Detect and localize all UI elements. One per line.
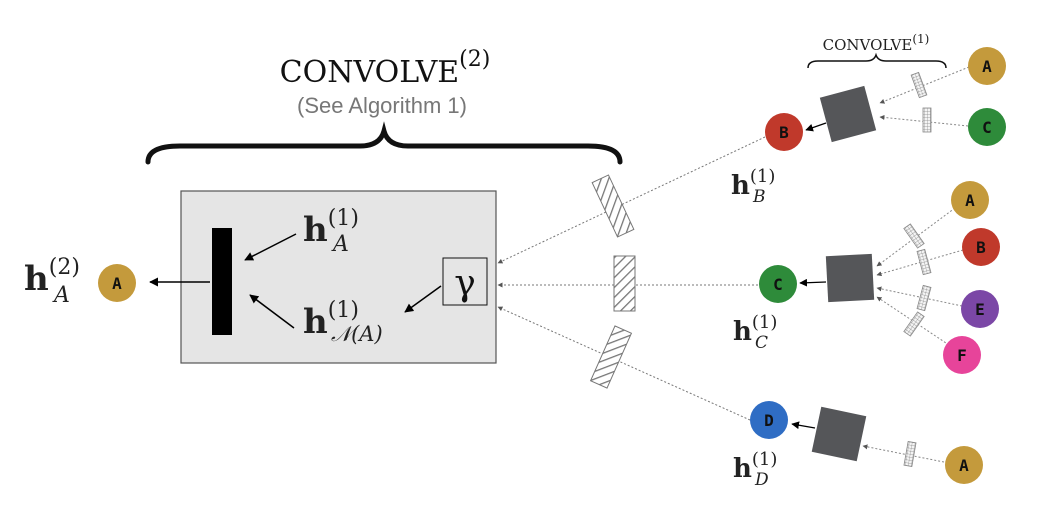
weight-small-C4	[903, 311, 925, 337]
node-B-neighbor-C-label: B	[976, 238, 986, 257]
node-C-neighbor-B-label: C	[982, 118, 992, 137]
node-A-neighbor-C-label: A	[965, 191, 975, 210]
convolve2-word: CONVOLVE	[280, 55, 459, 90]
arrow-hN-to-bar	[249, 294, 295, 329]
output-node-label: A	[112, 274, 122, 293]
edge-B-to-box	[497, 136, 766, 264]
edge-E-to-square-C	[876, 286, 963, 307]
weight-small-D1	[903, 441, 917, 467]
gamma-symbol: γ	[454, 263, 476, 304]
convolve1-brace	[807, 52, 947, 69]
h-A-1-label: h(1)A	[303, 206, 359, 257]
node-B-neighbor-C	[962, 228, 1000, 266]
node-A-neighbor-B	[968, 47, 1006, 85]
edge-D-to-box	[497, 306, 751, 421]
node-D-target-label: D	[764, 411, 774, 430]
node-E-neighbor-C-label: E	[975, 300, 985, 319]
svg-text:CONVOLVE(2): CONVOLVE(2)	[280, 47, 491, 90]
h-A-2-label: h(2)A	[24, 255, 80, 308]
edge-A-to-square-D	[862, 444, 945, 463]
arrow-gamma-to-hN	[404, 285, 442, 313]
h-D-1-label: h(1)D	[733, 449, 777, 490]
node-B-target	[765, 113, 803, 151]
edge-A-to-square-B	[879, 66, 970, 104]
weight-C	[613, 255, 636, 312]
node-F-neighbor-C-label: F	[957, 346, 967, 365]
square-D	[811, 406, 867, 462]
node-A-neighbor-D-label: A	[959, 456, 969, 475]
convolve2-brace	[145, 121, 623, 165]
weight-D	[589, 325, 633, 389]
node-B-target-label: B	[779, 123, 789, 142]
node-A-neighbor-B-label: A	[982, 57, 992, 76]
weight-B	[591, 174, 635, 238]
arrow-square-to-C	[799, 278, 827, 287]
convolve2-sup: (2)	[459, 47, 490, 72]
weight-small-B2	[922, 107, 932, 133]
weight-small-C2	[916, 248, 932, 276]
weight-small-B1	[910, 71, 928, 99]
convolve2-title: CONVOLVE(2)	[280, 47, 491, 90]
arrow-square-to-D	[791, 421, 816, 430]
square-C	[825, 253, 875, 303]
convolve1-title: CONVOLVE(1)	[823, 32, 930, 54]
node-F-neighbor-C	[943, 336, 981, 374]
node-E-neighbor-C	[961, 290, 999, 328]
h-B-1-label: h(1)B	[731, 166, 775, 207]
arrow-square-to-B	[805, 122, 827, 132]
convolve2-subtitle: (See Algorithm 1)	[297, 93, 467, 118]
h-C-1-label: h(1)C	[733, 312, 777, 353]
square-B	[819, 85, 877, 143]
node-C-target	[759, 265, 797, 303]
arrow-hA-to-bar	[244, 233, 297, 261]
weight-small-C3	[916, 284, 932, 312]
gamma-box	[442, 257, 488, 306]
output-node-A	[98, 264, 136, 302]
concat-bar	[212, 228, 232, 335]
node-A-neighbor-D	[945, 446, 983, 484]
node-C-neighbor-B	[968, 108, 1006, 146]
node-A-neighbor-C	[951, 181, 989, 219]
node-D-target	[750, 401, 788, 439]
node-C-target-label: C	[773, 275, 783, 294]
weight-small-C1	[903, 223, 925, 249]
h-NA-1-label: h(1)𝒩(A)	[303, 298, 383, 346]
edge-F-to-square-C	[876, 296, 950, 346]
